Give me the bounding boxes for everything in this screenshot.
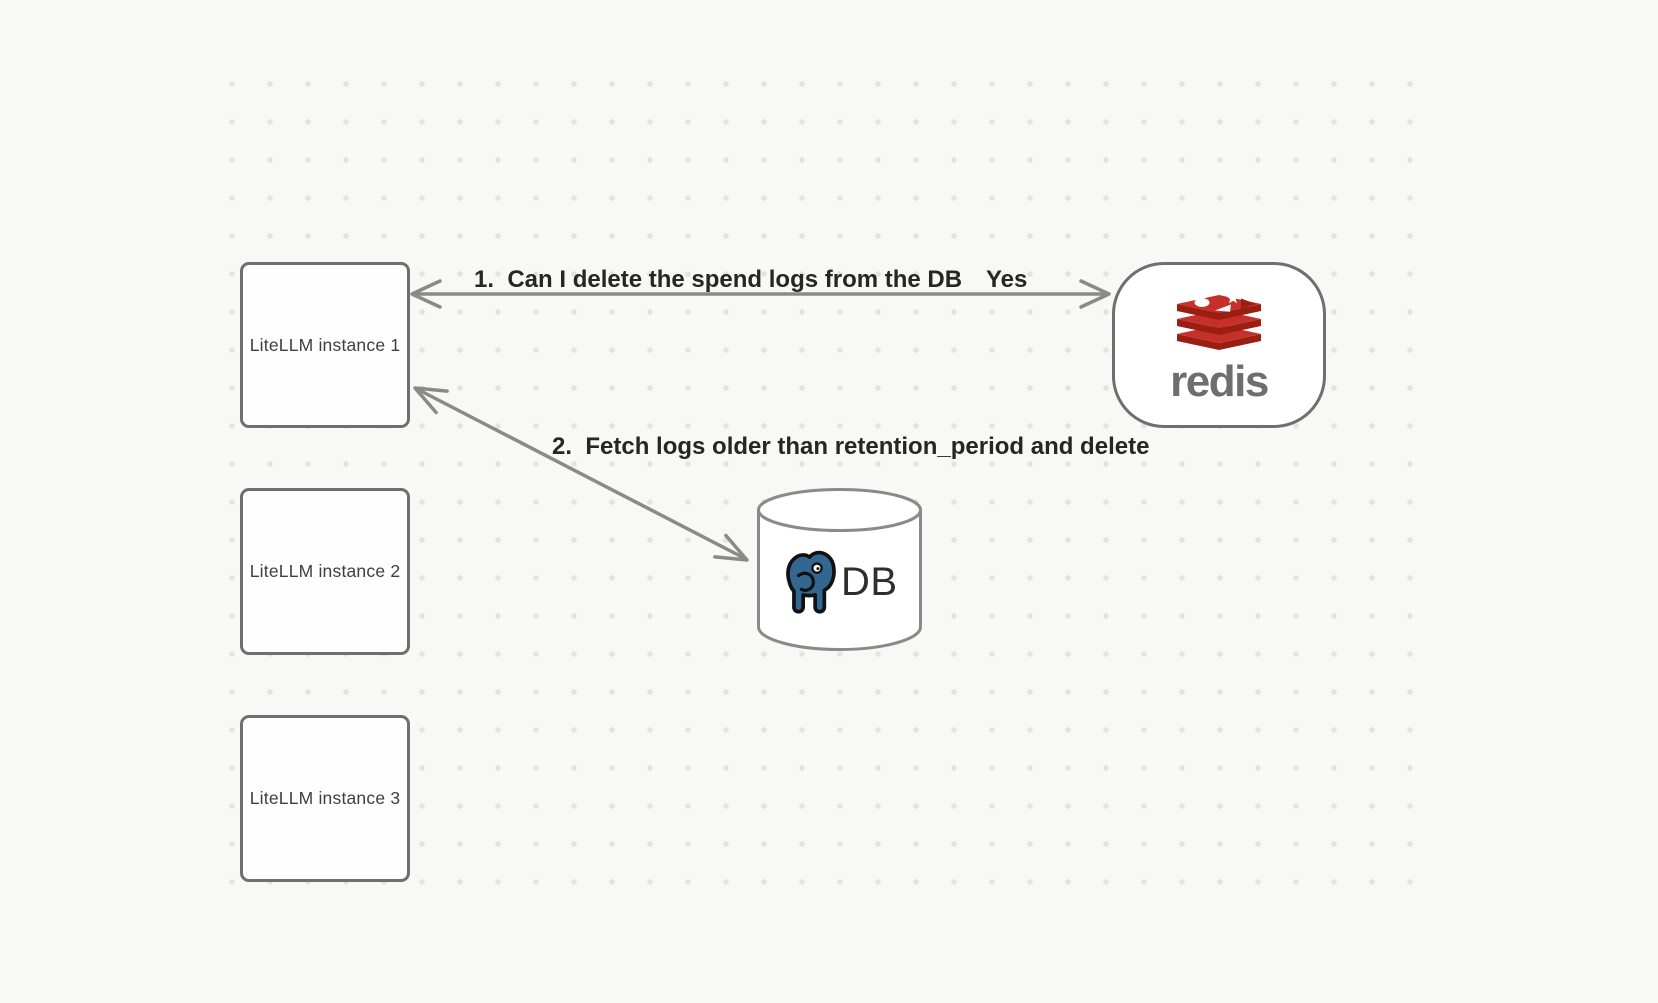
db-label: DB bbox=[841, 559, 898, 604]
node-litellm-instance-1[interactable]: LiteLLM instance 1 bbox=[240, 262, 410, 428]
node-litellm-instance-3[interactable]: LiteLLM instance 3 bbox=[240, 715, 410, 882]
node-label: LiteLLM instance 3 bbox=[249, 788, 401, 808]
arrowhead-upper-icon bbox=[413, 386, 449, 415]
dot-grid-background bbox=[213, 65, 1429, 901]
arrow-litellm-to-db[interactable] bbox=[413, 386, 749, 562]
redis-wordmark: redis bbox=[1170, 357, 1269, 406]
arrowhead-right-icon bbox=[1079, 279, 1111, 309]
db-content: DB bbox=[770, 543, 898, 621]
edge1-label[interactable]: 1. Can I delete the spend logs from the … bbox=[474, 266, 963, 293]
arrowhead-left-icon bbox=[410, 279, 442, 309]
arrow-redis-to-litellm[interactable] bbox=[410, 279, 1111, 309]
redis-logo-icon bbox=[1177, 292, 1261, 350]
db-cylinder-icon bbox=[757, 488, 922, 652]
postgresql-logo-icon bbox=[786, 550, 836, 614]
arrowhead-lower-icon bbox=[713, 533, 749, 562]
edge2-label[interactable]: 2. Fetch logs older than retention_perio… bbox=[552, 433, 1150, 460]
node-litellm-instance-2[interactable]: LiteLLM instance 2 bbox=[240, 488, 410, 655]
node-database[interactable] bbox=[756, 487, 923, 652]
node-label: LiteLLM instance 1 bbox=[249, 334, 401, 355]
node-label: LiteLLM instance 2 bbox=[249, 561, 401, 581]
edge1-response-label[interactable]: Yes bbox=[986, 266, 1028, 293]
node-redis[interactable]: redis bbox=[1112, 262, 1326, 428]
